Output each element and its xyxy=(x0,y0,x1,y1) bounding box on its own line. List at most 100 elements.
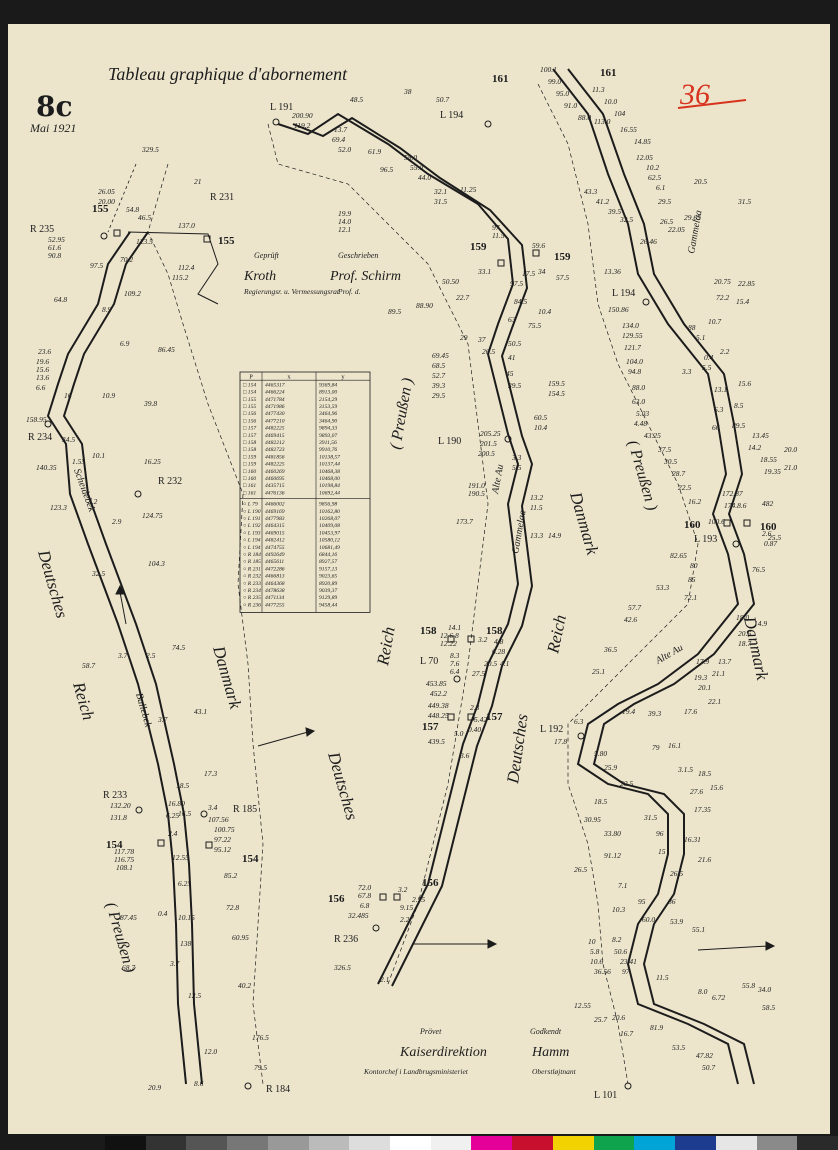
svg-text:6.3: 6.3 xyxy=(714,405,724,414)
svg-text:448.25: 448.25 xyxy=(428,711,449,720)
svg-text:3.3: 3.3 xyxy=(511,453,522,462)
table-cell: 8920,89 xyxy=(319,581,337,587)
sheet-number: 8c xyxy=(36,90,73,123)
svg-text:11.5: 11.5 xyxy=(656,973,669,982)
svg-text:12.1: 12.1 xyxy=(338,225,351,234)
svg-text:99.0: 99.0 xyxy=(548,77,561,86)
ref-l192: L 192 xyxy=(540,724,563,735)
svg-text:6.72: 6.72 xyxy=(712,993,725,1002)
table-cell: 4469415 xyxy=(265,433,285,439)
svg-text:10.9: 10.9 xyxy=(102,391,115,400)
svg-text:52.0: 52.0 xyxy=(338,145,351,154)
svg-text:25.9: 25.9 xyxy=(604,763,617,772)
svg-text:62.5: 62.5 xyxy=(648,173,661,182)
table-cell: 4482412 xyxy=(265,538,285,544)
table-cell: 4471986 xyxy=(265,404,285,410)
table-cell: ○ L 79 xyxy=(243,502,258,508)
svg-text:17.8: 17.8 xyxy=(554,737,567,746)
svg-text:12.55: 12.55 xyxy=(574,1001,591,1010)
svg-text:14.85: 14.85 xyxy=(634,137,651,146)
table-cell: 4474755 xyxy=(265,545,285,551)
table-cell: 10409,08 xyxy=(319,523,340,529)
table-cell: □ 159 xyxy=(243,462,256,468)
svg-text:3.7: 3.7 xyxy=(157,715,168,724)
svg-text:6.3: 6.3 xyxy=(574,717,584,726)
svg-text:4.8: 4.8 xyxy=(494,637,504,646)
svg-text:20.6: 20.6 xyxy=(612,1013,625,1022)
table-cell: ○ R 232 xyxy=(243,574,261,580)
table-cell: ○ L 194 xyxy=(243,545,261,551)
svg-text:173.7: 173.7 xyxy=(456,517,473,526)
svg-text:201.5: 201.5 xyxy=(480,439,497,448)
svg-text:159.5: 159.5 xyxy=(548,379,565,388)
table-cell: ○ R 233 xyxy=(243,581,261,587)
svg-text:41: 41 xyxy=(508,353,516,362)
svg-text:137.0: 137.0 xyxy=(178,221,195,230)
center-measurements: 48.5 38 50.7 200.90 119.2 13.7 69.4 52.0… xyxy=(292,87,569,984)
table-cell: 4477430 xyxy=(265,411,285,417)
svg-text:4.1: 4.1 xyxy=(500,659,509,668)
table-cell: ○ L 192 xyxy=(243,523,261,529)
ref-l193: L 193 xyxy=(694,534,717,545)
table-cell: □ 154 xyxy=(243,390,256,396)
svg-text:96.5: 96.5 xyxy=(380,165,393,174)
svg-text:43.1: 43.1 xyxy=(194,707,207,716)
svg-text:11.3: 11.3 xyxy=(592,85,605,94)
svg-text:2.2: 2.2 xyxy=(720,347,730,356)
svg-text:15.6: 15.6 xyxy=(36,365,49,374)
svg-text:2.1: 2.1 xyxy=(380,975,389,984)
table-cell: □ 158 xyxy=(243,440,256,446)
table-cell: 10468,00 xyxy=(319,476,340,482)
table-cell: 4469015 xyxy=(265,530,285,536)
svg-text:20.75: 20.75 xyxy=(714,277,731,286)
svg-text:88.0: 88.0 xyxy=(578,113,591,122)
svg-text:43.3: 43.3 xyxy=(584,187,597,196)
svg-text:3.7: 3.7 xyxy=(117,651,128,660)
left-measurements: 329.5 21 26.05 20.00 54.8 46.5 137.0 52.… xyxy=(26,145,269,1092)
svg-text:2.95: 2.95 xyxy=(412,895,425,904)
svg-text:72.2: 72.2 xyxy=(716,293,729,302)
svg-text:7.1: 7.1 xyxy=(618,881,627,890)
table-cell: □ 160 xyxy=(243,469,256,475)
table-cell: 3464,90 xyxy=(318,418,337,424)
svg-text:5.03: 5.03 xyxy=(636,409,649,418)
signature-left: Kroth xyxy=(243,269,276,284)
svg-text:5.0: 5.0 xyxy=(454,729,464,738)
svg-text:31.5: 31.5 xyxy=(643,813,657,822)
svg-text:12.05: 12.05 xyxy=(636,153,653,162)
svg-text:52.95: 52.95 xyxy=(48,235,65,244)
svg-text:29.5: 29.5 xyxy=(432,391,445,400)
signature-bottom-right: Hamm xyxy=(531,1045,569,1060)
label-reich-left: Reich xyxy=(69,679,98,722)
table-cell: □ 159 xyxy=(243,454,256,460)
svg-text:72.0: 72.0 xyxy=(358,883,371,892)
svg-text:10: 10 xyxy=(588,937,596,946)
station-155b: 155 xyxy=(218,235,235,247)
svg-text:58.7: 58.7 xyxy=(82,661,95,670)
table-cell: 4435715 xyxy=(265,483,285,489)
svg-text:26.5: 26.5 xyxy=(574,865,587,874)
svg-text:19.6: 19.6 xyxy=(36,357,49,366)
svg-text:20.5: 20.5 xyxy=(620,779,633,788)
svg-text:115.2: 115.2 xyxy=(172,273,189,282)
ref-r233: R 233 xyxy=(103,790,127,801)
svg-text:200.90: 200.90 xyxy=(292,111,313,120)
table-cell: ○ L 190 xyxy=(243,509,261,515)
svg-text:17.5: 17.5 xyxy=(522,269,535,278)
svg-text:12.5: 12.5 xyxy=(188,991,201,1000)
svg-text:85.2: 85.2 xyxy=(224,871,237,880)
svg-text:6.9: 6.9 xyxy=(120,339,130,348)
svg-text:108.1: 108.1 xyxy=(116,863,133,872)
svg-text:29: 29 xyxy=(460,333,468,342)
svg-text:11.5: 11.5 xyxy=(530,503,543,512)
table-cell: 10453,97 xyxy=(319,530,340,536)
svg-text:21.0: 21.0 xyxy=(784,463,797,472)
color-swatch xyxy=(512,1136,553,1150)
color-swatch xyxy=(105,1136,146,1150)
ref-r236: R 236 xyxy=(334,934,358,945)
table-cell: 9039,37 xyxy=(319,588,337,594)
svg-text:96: 96 xyxy=(656,829,664,838)
table-cell: 4492649 xyxy=(265,552,285,558)
svg-text:16.2: 16.2 xyxy=(688,497,701,506)
svg-text:20.6: 20.6 xyxy=(738,629,751,638)
